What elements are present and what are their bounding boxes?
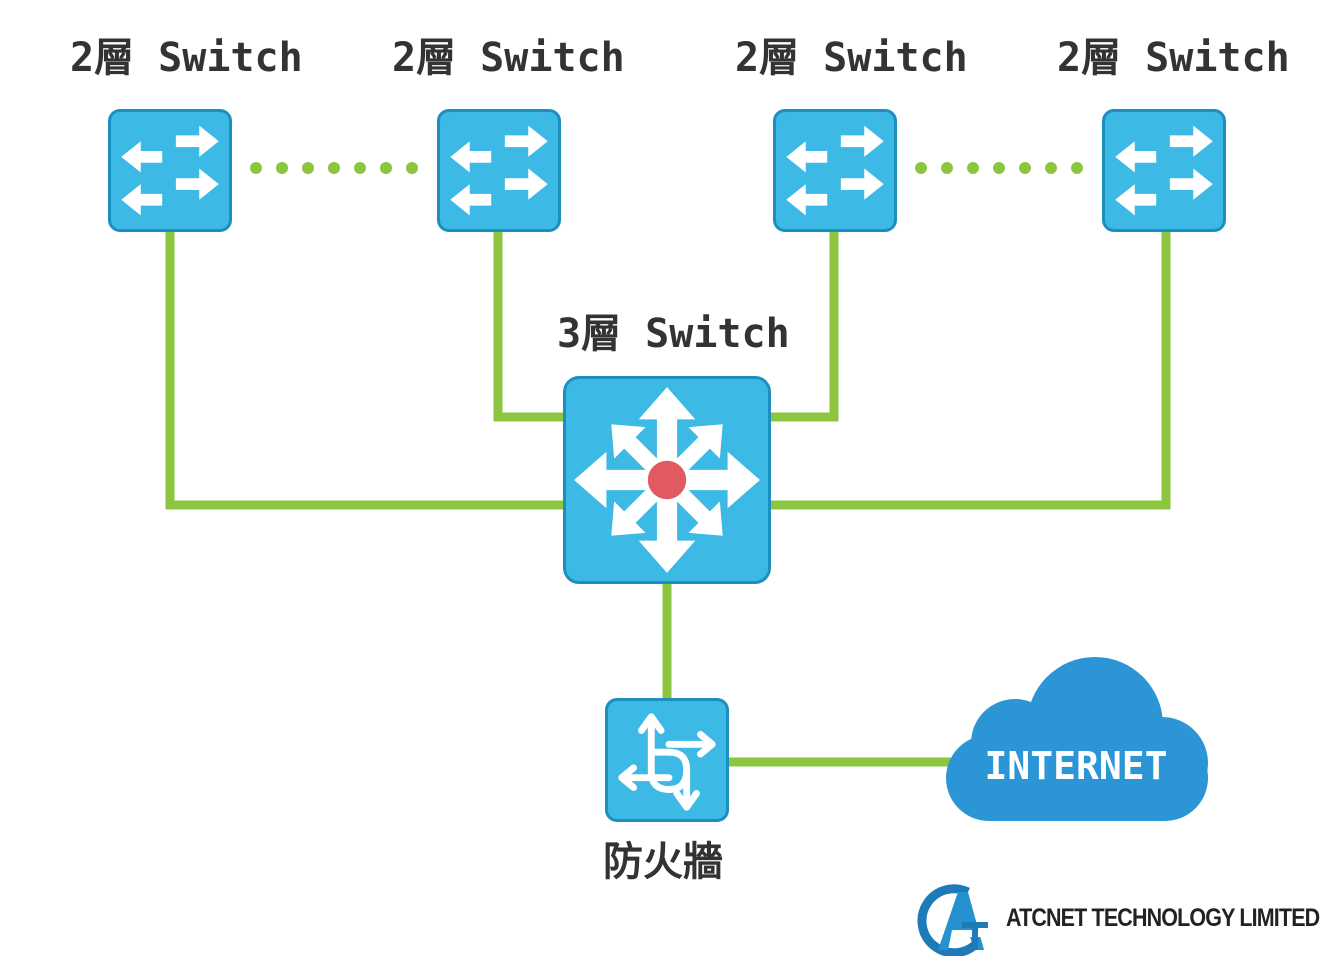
cloud-icon [946,657,1208,821]
multilayer-switch-icon [574,387,760,573]
l2-switch-3-label: 2層 Switch [735,35,968,81]
l2-switch-4-label: 2層 Switch [1057,35,1290,81]
brand-name: ATCNET TECHNOLOGY LIMITED [1006,904,1320,932]
internet-cloud[interactable]: INTERNET [940,655,1212,825]
switch-arrows-icon [786,125,884,216]
core-center-dot [647,460,687,500]
l2-switch-3[interactable] [773,109,897,232]
firewall-icon [618,713,716,811]
brand: ATCNET TECHNOLOGY LIMITED [910,884,1320,956]
l3-switch-label: 3層 Switch [557,311,790,357]
link-l2-4-to-core [768,230,1171,510]
switch-arrows-icon [121,125,219,216]
internet-label: INTERNET [984,744,1168,788]
atcnet-logo-icon [917,884,988,956]
link-l2-1-to-core [165,230,568,510]
l3-switch[interactable] [563,376,771,584]
link-l2-2-to-core [493,230,568,422]
l2-switch-1-label: 2層 Switch [70,35,303,81]
l2-switch-1[interactable] [108,109,232,232]
switch-arrows-icon [450,125,548,216]
l2-switch-2[interactable] [437,109,561,232]
dotted-link-left [250,162,418,174]
l2-switch-4[interactable] [1102,109,1226,232]
firewall[interactable] [605,698,729,822]
switch-arrows-icon [1115,125,1213,216]
link-l2-3-to-core [768,230,839,422]
dotted-link-right [915,162,1083,174]
firewall-label: 防火牆 [603,839,723,885]
l2-switch-2-label: 2層 Switch [392,35,625,81]
